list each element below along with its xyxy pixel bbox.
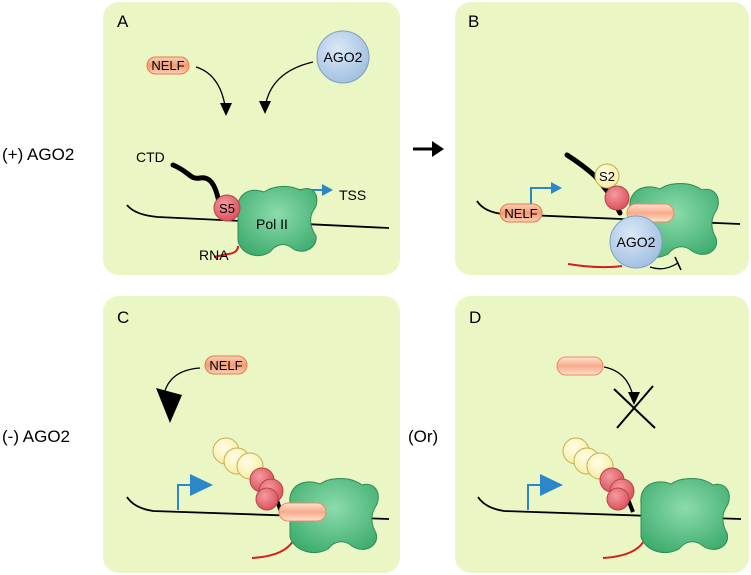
ctd-label: CTD	[136, 149, 165, 165]
panel-c: C NELF	[103, 296, 400, 573]
tss-arrow-c	[177, 484, 192, 510]
s2-phospho-b	[594, 163, 620, 189]
nelf-pill-on-pol2-c	[278, 502, 327, 522]
ago2-circle-b	[609, 215, 663, 269]
ago2-label-b: AGO2	[617, 234, 656, 250]
nelf-arrow-c	[163, 367, 201, 395]
pol2-complex-a	[237, 185, 318, 256]
s5-phospho-b	[604, 185, 630, 211]
panel-b: B NELF S2 AGO2	[455, 2, 749, 275]
blocked-arrowhead-d	[628, 392, 640, 405]
inhibition-arc-b	[649, 262, 679, 270]
s2-label: S2	[599, 169, 615, 184]
ctd-tail-a	[170, 162, 229, 209]
tss-arrowhead-b	[551, 182, 562, 194]
tss-arrow-d	[527, 484, 542, 510]
transition-arrow-icon	[413, 141, 444, 157]
rna-strand-b	[567, 263, 623, 269]
panel-d-letter: D	[469, 308, 481, 327]
or-label: (Or)	[408, 427, 438, 446]
nelf-pill-b	[499, 203, 543, 223]
nelf-arrowhead-a	[220, 103, 232, 116]
inhibition-bar-icon	[674, 256, 682, 271]
ago2-label-a: AGO2	[324, 49, 363, 65]
tss-arrowhead-d	[540, 474, 563, 496]
nelf-label-b: NELF	[504, 206, 537, 221]
tss-arrowhead-a	[322, 184, 333, 196]
pol2-complex-c	[289, 478, 379, 553]
row-label-minus-ago2: (-) AGO2	[2, 427, 70, 446]
s5-phospho-a	[213, 194, 241, 222]
panel-b-letter: B	[468, 12, 479, 31]
pol2-complex-d	[640, 478, 730, 553]
s5-label: S5	[219, 201, 235, 216]
pol2-label: Pol II	[256, 216, 288, 232]
panel-a: A NELF AGO2 TSS CTD RNA Pol II S5	[103, 2, 400, 275]
dna-strand-c	[126, 496, 390, 520]
row-label-plus-ago2: (+) AGO2	[2, 145, 74, 164]
ago2-circle-a	[316, 30, 370, 84]
s5-phospho-c-3	[255, 487, 279, 511]
dna-strand-a	[126, 204, 390, 229]
panel-a-letter: A	[117, 12, 129, 31]
dna-strand-d	[477, 496, 742, 520]
ago2-arrowhead-a	[259, 101, 271, 114]
nelf-arrowhead-c	[156, 388, 182, 423]
block-cross-icon-2	[616, 385, 654, 429]
nelf-pill-a	[146, 56, 190, 75]
rna-label: RNA	[199, 247, 229, 263]
panel-c-letter: C	[117, 308, 129, 327]
s5-phospho-d-3	[606, 487, 630, 511]
tss-arrowhead-c	[190, 474, 213, 496]
rna-strand-a	[213, 245, 239, 258]
nelf-label-c: NELF	[209, 358, 242, 373]
nelf-pill-c	[204, 355, 248, 375]
nelf-pill-d	[556, 356, 604, 376]
panel-d: D	[455, 296, 749, 573]
tss-label: TSS	[339, 187, 366, 203]
nelf-label-a: NELF	[151, 58, 184, 73]
